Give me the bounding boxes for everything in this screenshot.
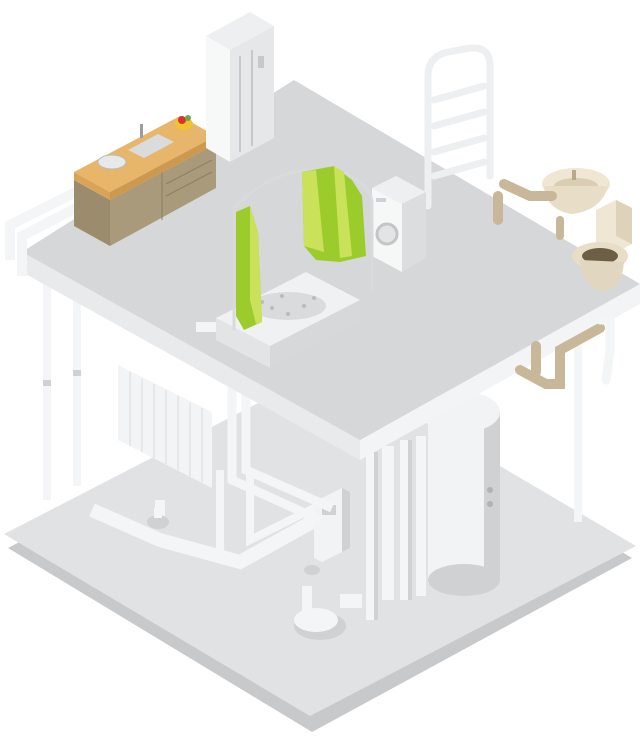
radiator-icon: [118, 365, 212, 488]
washing-machine-icon: [372, 176, 426, 272]
shower-curtain-icon: [232, 166, 374, 330]
kitchen-unit-icon: [74, 115, 216, 246]
riser-pipes: [227, 350, 426, 620]
towel-rail-icon: [424, 44, 494, 210]
support-poles: [43, 268, 582, 522]
upper-floor-slab: [22, 80, 640, 460]
refrigerator-icon: [206, 12, 274, 162]
sink-icon: [542, 168, 610, 214]
valve-icon: [147, 508, 169, 529]
drain-pipes: [493, 179, 615, 389]
water-heater-tank-icon: [428, 392, 500, 596]
toilet-icon: [572, 200, 632, 292]
bathtub-icon: [196, 272, 360, 368]
pump-icon: [294, 565, 362, 640]
wall-pipes-left: [4, 185, 83, 276]
